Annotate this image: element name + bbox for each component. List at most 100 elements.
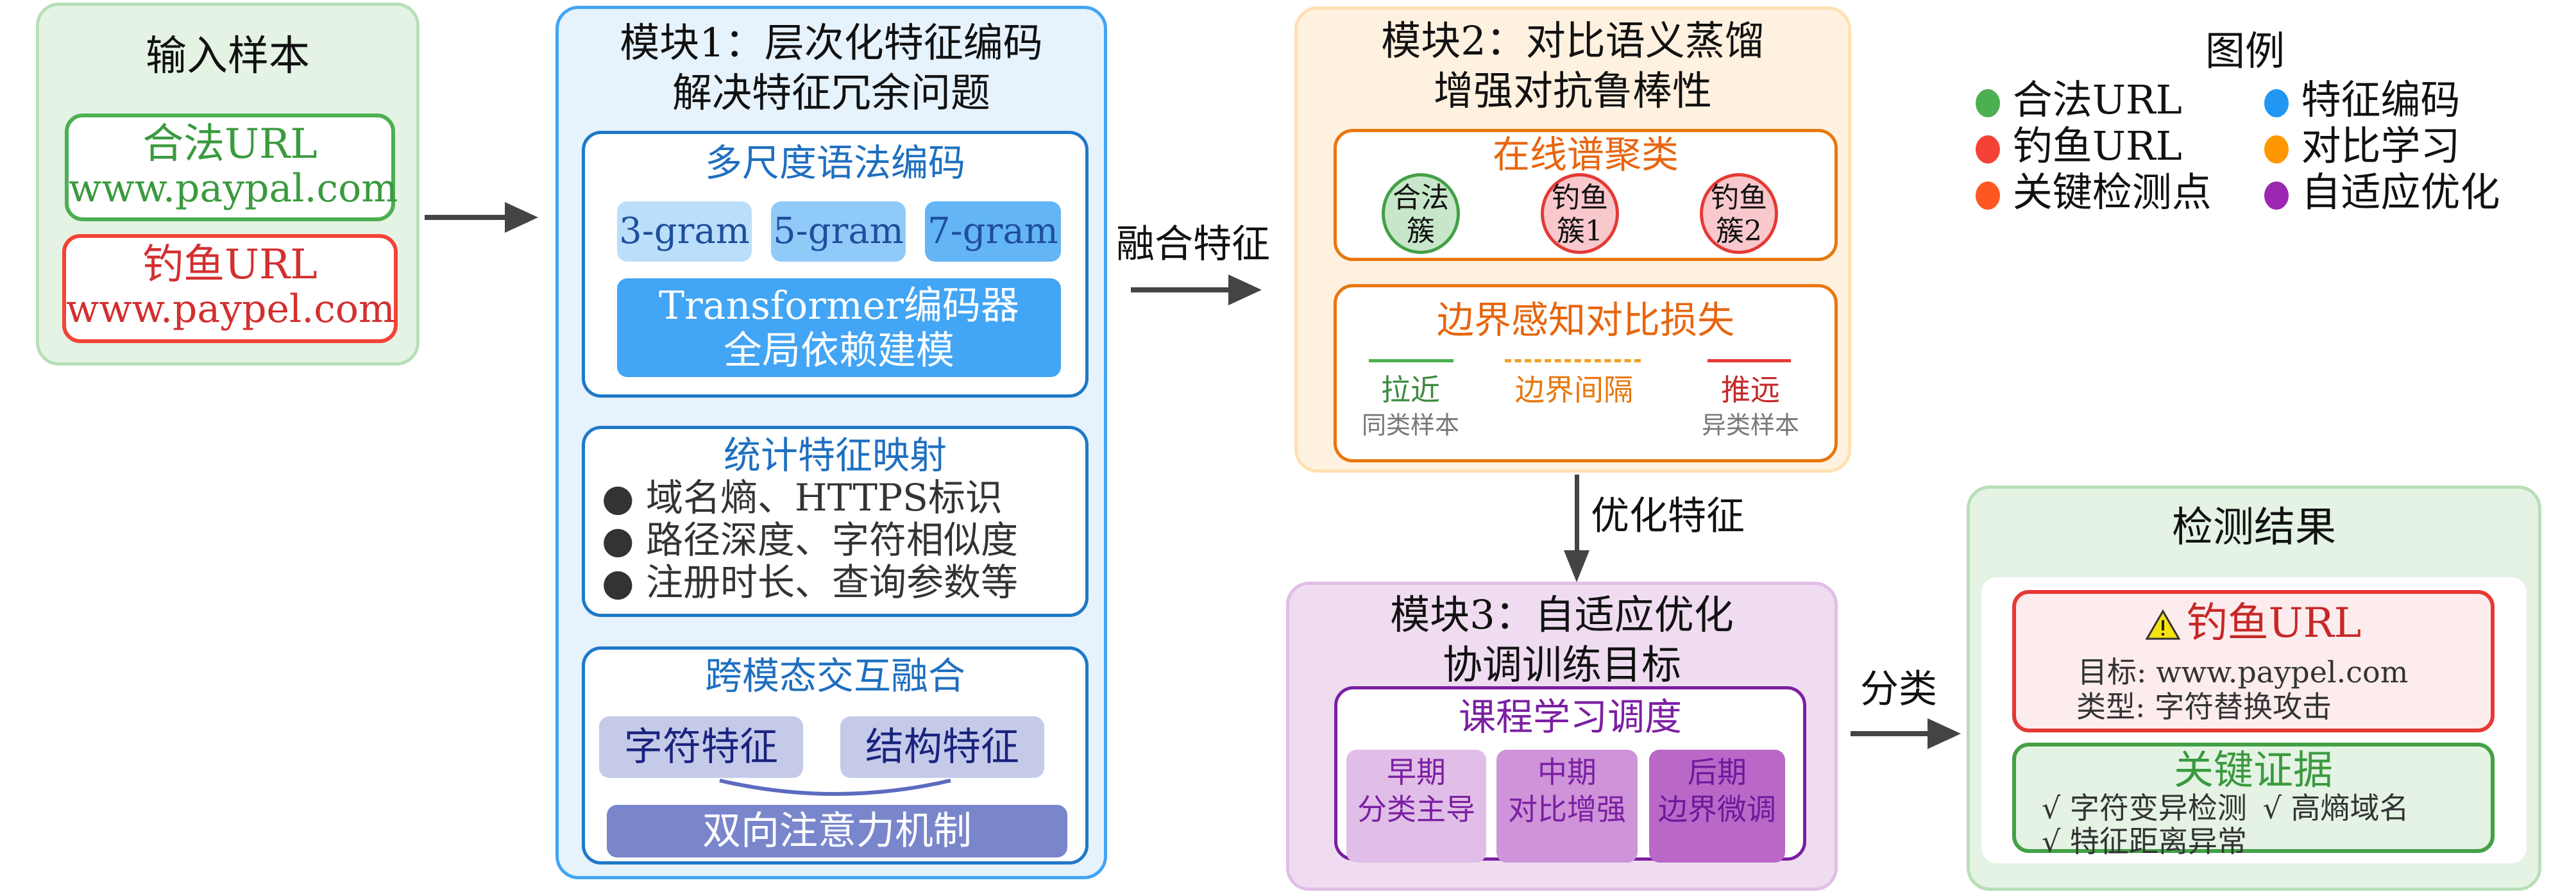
module2-title-line2: 增强对抗鲁棒性 (1433, 67, 1712, 114)
cluster-phish-2: 钓鱼 簇2 (1700, 173, 1778, 254)
arrow-module2-to-module3 (1575, 475, 1579, 558)
fused-features-label: 融合特征 (1116, 222, 1270, 267)
cross-modal-fusion-box: 跨模态交互融合 字符特征 结构特征 双向注意力机制 (582, 646, 1089, 864)
warning-icon (2145, 602, 2181, 651)
push-line (1707, 359, 1791, 362)
gram-chip-5: 5-gram (771, 201, 906, 262)
cluster-legit: 合法 簇 (1382, 173, 1460, 254)
bullet-icon: ● (602, 476, 647, 519)
pull-line (1369, 359, 1453, 362)
pull-label: 拉近 (1381, 373, 1440, 407)
verdict-header: 钓鱼URL (2016, 599, 2491, 651)
legend-dot-icon (1976, 135, 2000, 164)
evidence-list: √ 字符变异检测 √ 高熵域名 √ 特征距离异常 (2042, 791, 2478, 858)
module1-title: 模块1：层次化特征编码 解决特征冗余问题 (559, 18, 1104, 118)
legend-title: 图例 (2205, 28, 2285, 74)
evidence-item: √ 特征距离异常 (2042, 824, 2247, 859)
stage-late: 后期 边界微调 (1649, 750, 1785, 863)
fusion-connector-arc (719, 779, 951, 796)
statistical-features-box: 统计特征映射 ● 域名熵、HTTPS标识 ● 路径深度、字符相似度 ● 注册时长… (582, 426, 1089, 617)
arrow-head-icon (1928, 718, 1961, 749)
legend: 图例 合法URL 特征编码 钓鱼URL 对比学习 关键检测点 (1976, 19, 2553, 224)
arrow-head-icon (505, 202, 538, 233)
legend-row: 钓鱼URL 对比学习 (1976, 123, 2553, 169)
verdict-type: 类型: 字符替换攻击 (2076, 689, 2332, 724)
classify-label: 分类 (1860, 667, 1937, 712)
verdict-label: 钓鱼URL (2186, 600, 2362, 647)
arrow-module1-to-module2 (1131, 287, 1233, 292)
syntax-encoding-title: 多尺度语法编码 (704, 141, 965, 185)
evidence-title: 关键证据 (2173, 746, 2333, 793)
legit-url-label: 合法URL (142, 121, 318, 168)
phish-url-value: www.paypel.com (66, 287, 395, 332)
verdict-target: 目标: www.paypel.com (2078, 655, 2409, 689)
arrow-input-to-module1 (425, 215, 514, 220)
result-panel: 检测结果 钓鱼URL 目标: www.paypel.com 类型: 字符替换攻击… (1967, 485, 2541, 891)
char-feature-chip: 字符特征 (599, 716, 803, 778)
arrow-head-icon (1228, 274, 1262, 305)
input-title: 输入样本 (146, 33, 310, 80)
list-item: ● 路径深度、字符相似度 (602, 518, 1019, 562)
module2-title: 模块2：对比语义蒸馏 增强对抗鲁棒性 (1298, 16, 1848, 116)
module3-title: 模块3：自适应优化 协调训练目标 (1289, 590, 1835, 690)
module1-panel: 模块1：层次化特征编码 解决特征冗余问题 多尺度语法编码 3-gram 5-gr… (555, 6, 1107, 879)
statistical-features-title: 统计特征映射 (723, 434, 947, 477)
transformer-label: Transformer编码器 (658, 283, 1019, 328)
legend-row: 合法URL 特征编码 (1976, 77, 2553, 123)
margin-dashed-line (1505, 359, 1641, 362)
transformer-encoder-block: Transformer编码器 全局依赖建模 (617, 278, 1061, 377)
bullet-icon: ● (602, 561, 647, 604)
list-item: ● 注册时长、查询参数等 (602, 561, 1019, 604)
spectral-clustering-title: 在线谱聚类 (1492, 133, 1679, 176)
legend-items: 合法URL 特征编码 钓鱼URL 对比学习 关键检测点 自适应优化 (1976, 77, 2553, 215)
module2-title-line1: 模块2：对比语义蒸馏 (1381, 17, 1765, 64)
evidence-item: √ 字符变异检测 (2042, 791, 2247, 825)
pull-note: 同类样本 (1361, 411, 1459, 439)
contrastive-loss-title: 边界感知对比损失 (1436, 298, 1734, 342)
result-content-area: 钓鱼URL 目标: www.paypel.com 类型: 字符替换攻击 关键证据… (1981, 577, 2527, 863)
margin-label: 边界间隔 (1515, 373, 1633, 407)
stage-early: 早期 分类主导 (1346, 750, 1486, 863)
legend-item-feature-encoding: 特征编码 (2251, 76, 2460, 123)
legend-row: 关键检测点 自适应优化 (1976, 169, 2553, 215)
legit-url-card: 合法URL www.paypal.com (65, 114, 398, 221)
arrow-module3-to-result (1851, 731, 1934, 736)
spectral-clustering-box: 在线谱聚类 合法 簇 钓鱼 簇1 钓鱼 簇2 (1334, 129, 1838, 261)
syntax-encoding-box: 多尺度语法编码 3-gram 5-gram 7-gram Transformer… (582, 131, 1089, 398)
legend-dot-icon (2264, 181, 2289, 210)
module1-title-line1: 模块1：层次化特征编码 (620, 19, 1043, 66)
gram-chip-3: 3-gram (617, 201, 752, 262)
global-dependency-label: 全局依赖建模 (724, 328, 954, 373)
push-note: 异类样本 (1701, 411, 1799, 439)
legend-item-key-detection: 关键检测点 (1976, 169, 2251, 215)
legend-dot-icon (2264, 89, 2289, 117)
curriculum-box: 课程学习调度 早期 分类主导 中期 对比增强 后期 边界微调 (1334, 686, 1806, 863)
module1-title-line2: 解决特征冗余问题 (672, 69, 990, 116)
statistical-features-list: ● 域名熵、HTTPS标识 ● 路径深度、字符相似度 ● 注册时长、查询参数等 (602, 477, 1083, 603)
module3-title-line1: 模块3：自适应优化 (1390, 591, 1734, 638)
legend-item-contrastive-learning: 对比学习 (2251, 122, 2460, 169)
module2-panel: 模块2：对比语义蒸馏 增强对抗鲁棒性 在线谱聚类 合法 簇 钓鱼 簇1 钓鱼 簇… (1294, 6, 1851, 473)
bullet-icon: ● (602, 518, 647, 562)
phish-url-card: 钓鱼URL www.paypel.com (62, 234, 398, 343)
legend-item-phish-url: 钓鱼URL (1976, 123, 2251, 169)
gram-chip-7: 7-gram (925, 201, 1061, 262)
legend-item-legit-url: 合法URL (1976, 77, 2251, 123)
push-label: 推远 (1721, 373, 1780, 407)
verdict-card: 钓鱼URL 目标: www.paypel.com 类型: 字符替换攻击 (2012, 590, 2495, 732)
optimized-features-label: 优化特征 (1591, 494, 1745, 539)
legend-dot-icon (2264, 135, 2289, 164)
stage-middle: 中期 对比增强 (1496, 750, 1638, 863)
bidirectional-attention-block: 双向注意力机制 (607, 805, 1067, 857)
cross-modal-fusion-title: 跨模态交互融合 (704, 654, 965, 698)
module3-title-line2: 协调训练目标 (1442, 641, 1681, 688)
input-panel: 输入样本 合法URL www.paypal.com 钓鱼URL www.payp… (36, 3, 419, 366)
arrow-head-down-icon (1564, 550, 1589, 582)
evidence-card: 关键证据 √ 字符变异检测 √ 高熵域名 √ 特征距离异常 (2012, 743, 2495, 858)
legend-dot-icon (1976, 89, 2000, 117)
curriculum-title: 课程学习调度 (1458, 695, 1682, 739)
phish-url-label: 钓鱼URL (142, 241, 318, 289)
list-item: ● 域名熵、HTTPS标识 (602, 476, 1003, 519)
module3-panel: 模块3：自适应优化 协调训练目标 课程学习调度 早期 分类主导 中期 对比增强 … (1286, 582, 1838, 891)
cluster-phish-1: 钓鱼 簇1 (1541, 173, 1619, 254)
